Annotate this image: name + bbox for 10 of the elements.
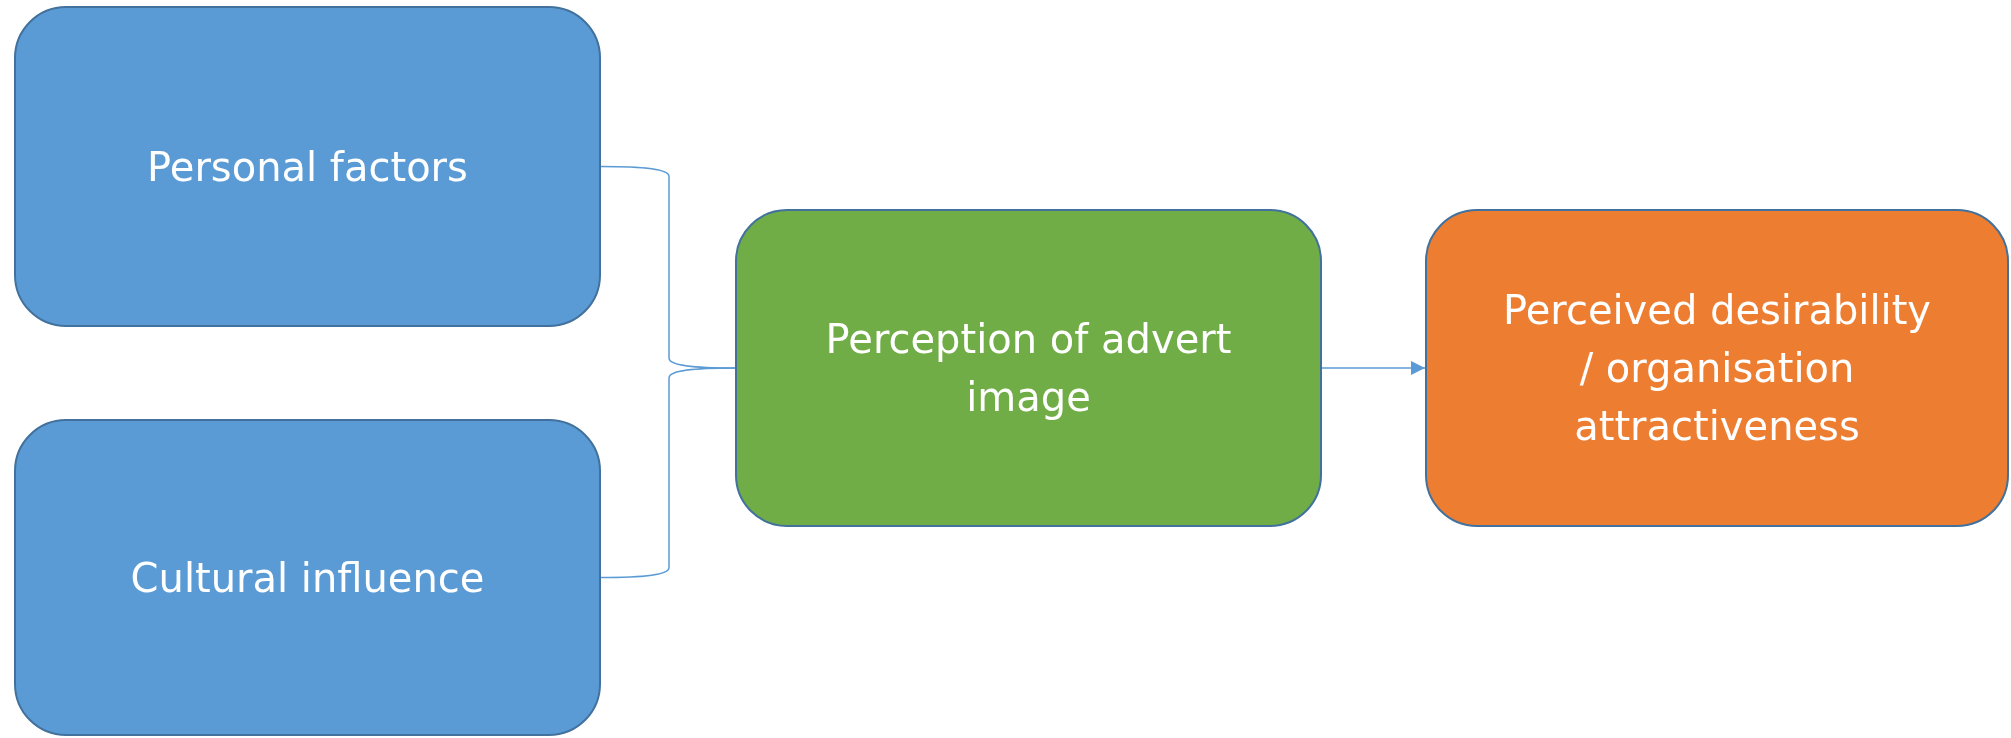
brace-connector [600, 367, 736, 579]
process-box [1425, 209, 2009, 527]
node-label: Cultural influence [129, 553, 486, 603]
process-box [14, 6, 601, 327]
node-label: Perceived desirability / organisation attractiveness [1502, 286, 1932, 451]
node-label: Perception of advert image [824, 315, 1233, 422]
process-box [735, 209, 1322, 527]
process-box [14, 419, 601, 736]
node-label: Personal factors [146, 142, 469, 192]
arrow [1321, 361, 1426, 375]
